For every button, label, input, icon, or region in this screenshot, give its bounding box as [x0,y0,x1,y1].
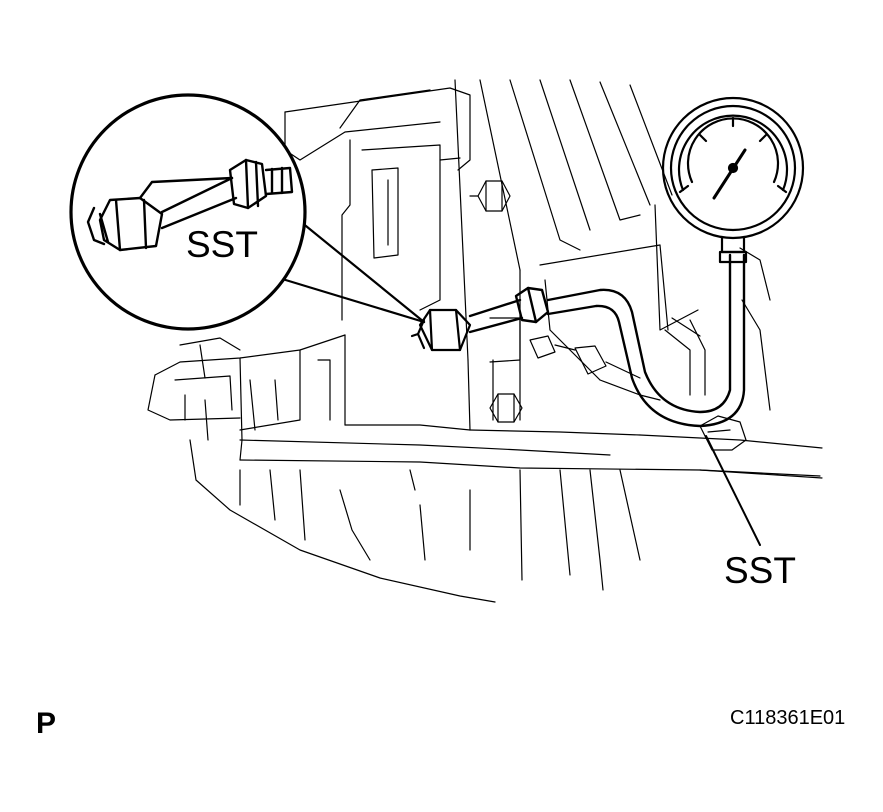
transmission-case [147,79,823,603]
oil-pressure-gauge [661,96,805,264]
sst-main-leader-line [705,435,761,546]
case-bolt-lower [489,393,523,423]
sst-label-main: SST [724,550,796,591]
sst-hose-assembly [468,253,746,428]
sst-label-inset: SST [186,224,258,265]
inset-detail-circle [69,93,307,331]
figure-code-label: C118361E01 [730,707,846,729]
view-marker-label: P [36,707,57,740]
case-bolt-upper [469,180,511,212]
inset-callout-lines [277,211,426,324]
test-port-plug [410,308,472,352]
